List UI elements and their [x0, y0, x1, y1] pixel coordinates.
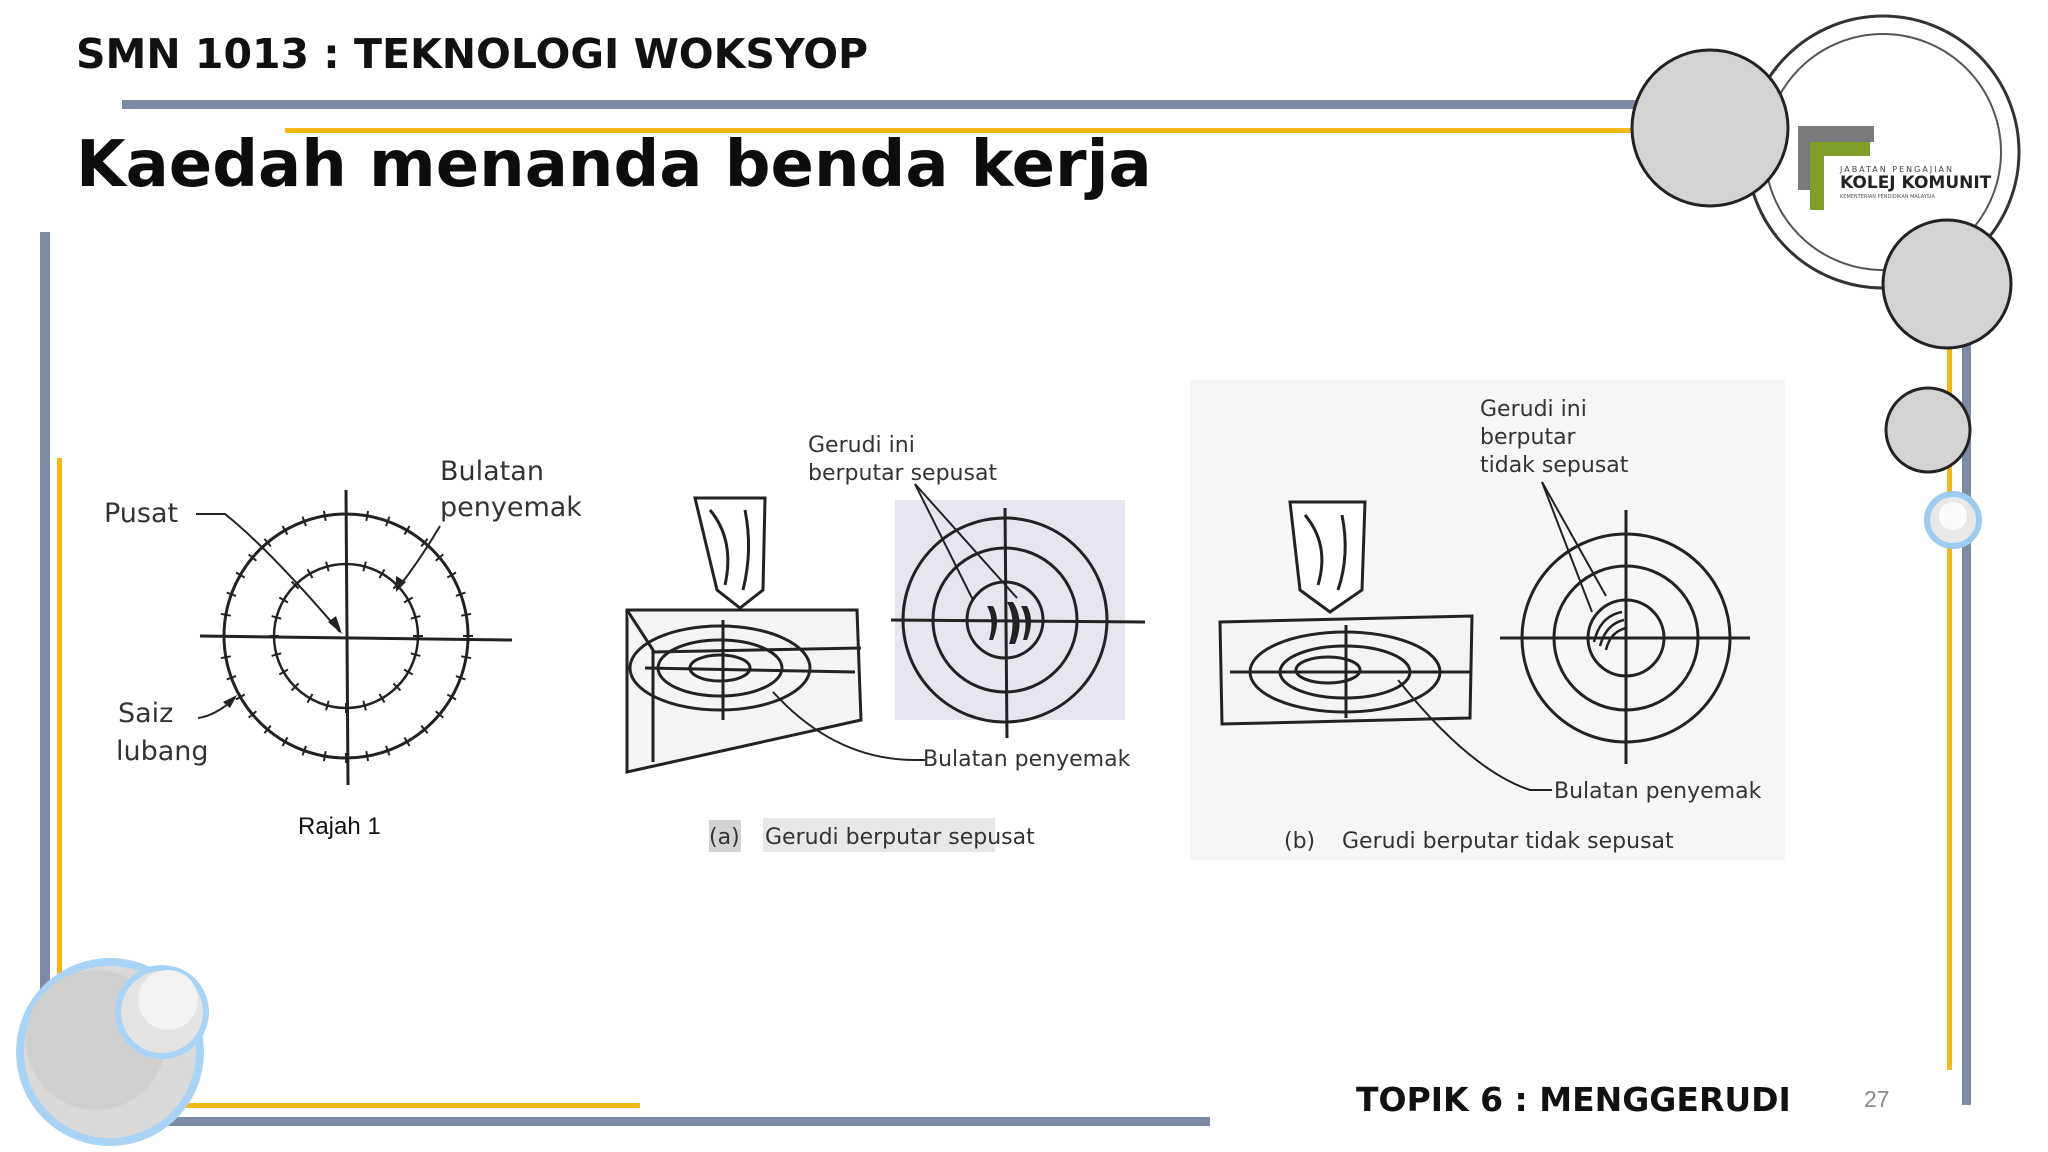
label-saiz: Saiz	[118, 698, 173, 729]
circle-label-a: Bulatan penyemak	[923, 747, 1131, 772]
right-accent-line	[1947, 340, 1952, 1070]
gray-bubble-3	[1884, 386, 1972, 474]
callout-b-line1: Gerudi ini	[1480, 397, 1587, 422]
gray-bubble-1	[1630, 48, 1790, 208]
tag-a: (a)	[709, 825, 740, 850]
figure-1-checking-circle: Pusat Bulatan penyemak Saiz lubang Rajah…	[104, 456, 582, 840]
figure-b-drill-off-center: Gerudi ini berputar tidak sepusat Bulata…	[1190, 380, 1785, 860]
caption-b: Gerudi berputar tidak sepusat	[1342, 829, 1674, 854]
top-frame-bar	[122, 100, 1642, 109]
drill-bit-a	[693, 496, 767, 610]
slide-title: Kaedah menanda benda kerja	[76, 128, 1152, 202]
right-frame-bar	[1962, 330, 1971, 1105]
kolej-komuniti-logo: JABATAN PENGAJIAN KOLEJ KOMUNITI KEMENTE…	[1798, 126, 1992, 210]
figure-1-caption: Rajah 1	[298, 813, 381, 840]
left-accent-line	[57, 458, 62, 978]
tag-b: (b)	[1284, 829, 1315, 854]
top-accent-line	[285, 128, 1645, 133]
label-pusat: Pusat	[104, 498, 178, 529]
topic-footer: TOPIK 6 : MENGGERUDI	[1356, 1080, 1791, 1119]
logo-top-text: JABATAN PENGAJIAN	[1839, 165, 1954, 174]
gray-bubble-2	[1881, 218, 2013, 350]
figure-a-drill-concentric: Gerudi ini berputar sepusat Bulatan peny…	[625, 433, 1146, 852]
logo-name: KOLEJ KOMUNITI	[1840, 173, 1992, 193]
callout-a-line1: Gerudi ini	[808, 433, 915, 458]
left-frame-bar	[40, 232, 50, 1032]
page-number: 27	[1864, 1086, 1890, 1112]
label-penyemak: penyemak	[440, 492, 582, 523]
fig1-tick-marks	[219, 509, 473, 763]
drill-bit-b	[1288, 500, 1367, 614]
circle-label-b: Bulatan penyemak	[1554, 779, 1762, 804]
label-lubang: lubang	[116, 736, 209, 767]
label-bulatan: Bulatan	[440, 456, 544, 487]
callout-a-line2: berputar sepusat	[808, 461, 997, 486]
callout-b-line3: tidak sepusat	[1480, 453, 1629, 478]
bottom-accent-line	[165, 1103, 640, 1108]
course-title: SMN 1013 : TEKNOLOGI WOKSYOP	[76, 30, 869, 78]
caption-a: Gerudi berputar sepusat	[765, 825, 1035, 850]
callout-b-line2: berputar	[1480, 425, 1577, 450]
logo-sub-text: KEMENTERIAN PENDIDIKAN MALAYSIA	[1840, 194, 1935, 200]
bottom-frame-bar	[160, 1117, 1210, 1126]
